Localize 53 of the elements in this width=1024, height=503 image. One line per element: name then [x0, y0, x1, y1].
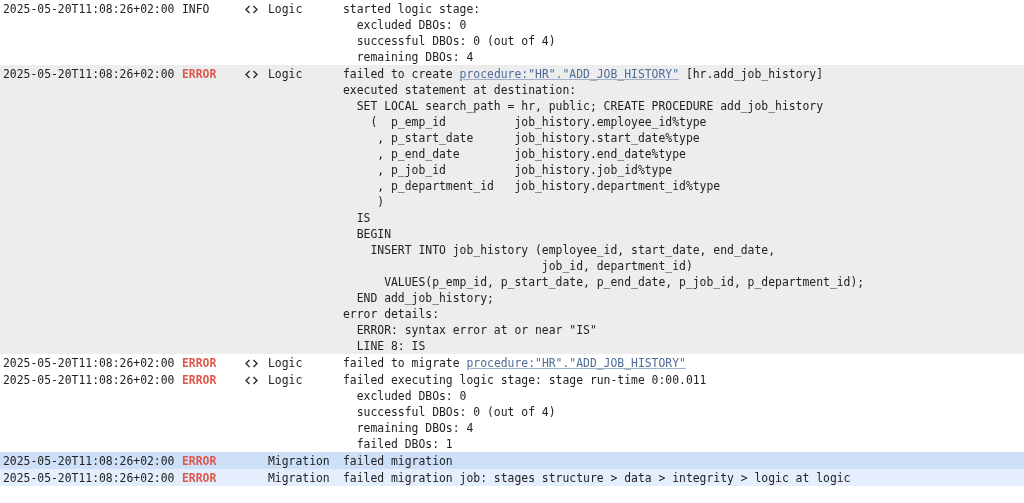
log-message: SET LOCAL search_path = hr, public; CREATE PROCEDURE add_job_history — [355, 98, 825, 114]
timestamp: 2025-05-20T11:08:26+02:00 — [3, 67, 175, 81]
log-message: , p_end_date job_history.end_date%type — [376, 146, 687, 162]
log-message: remaining DBOs: 4 — [355, 420, 475, 436]
timestamp: 2025-05-20T11:08:26+02:00 — [3, 356, 175, 370]
log-message: ) — [376, 194, 386, 210]
log-message: successful DBOs: 0 (out of 4) — [355, 33, 556, 49]
log-level: ERROR — [182, 454, 217, 468]
log-category: Logic — [268, 373, 303, 387]
log-row — [0, 65, 1024, 354]
log-level: ERROR — [182, 471, 217, 485]
log-message: failed migration — [343, 453, 453, 469]
log-message: failed executing logic stage: stage run-time 0:00.011 — [343, 372, 707, 388]
log-category: Migration — [268, 454, 330, 468]
timestamp: 2025-05-20T11:08:26+02:00 — [3, 454, 175, 468]
log-message: VALUES(p_emp_id, p_start_date, p_end_date, p_job_id, p_department_id); — [383, 274, 865, 290]
log-message: executed statement at destination: — [343, 82, 578, 98]
log-message: started logic stage: — [343, 1, 482, 17]
log-message: INSERT INTO job_history (employee_id, start_date, end_date, — [369, 242, 777, 258]
log-category: Migration — [268, 471, 330, 485]
log-category: Logic — [268, 356, 303, 370]
log-message: ( p_emp_id job_history.employee_id%type — [369, 114, 708, 130]
log-message: , p_department_id job_history.department_id%type — [376, 178, 722, 194]
procedure-link: procedure:"HR"."ADD_JOB_HISTORY" — [459, 67, 680, 81]
log-message: BEGIN — [355, 226, 392, 242]
log-level: INFO — [182, 2, 210, 16]
log-message: ERROR: syntax error at or near "IS" — [355, 322, 598, 338]
log-message: IS — [355, 210, 372, 226]
log-level: ERROR — [182, 373, 217, 387]
log-message: remaining DBOs: 4 — [355, 49, 475, 65]
log-row — [0, 469, 1024, 486]
log-message: failed DBOs: 1 — [355, 436, 454, 452]
log-message: , p_job_id job_history.job_id%type — [376, 162, 674, 178]
log-message: LINE 8: IS — [355, 338, 427, 354]
log-message: job_id, department_id) — [540, 258, 694, 274]
log-message: failed migration job: stages structure > data > integrity > logic at logic — [343, 470, 851, 486]
timestamp: 2025-05-20T11:08:26+02:00 — [3, 2, 175, 16]
log-message: , p_start_date job_history.start_date%type — [376, 130, 701, 146]
procedure-link: procedure:"HR"."ADD_JOB_HISTORY" — [466, 356, 686, 370]
log-category: Logic — [268, 2, 303, 16]
log-message: END add_job_history; — [355, 290, 495, 306]
timestamp: 2025-05-20T11:08:26+02:00 — [3, 373, 175, 387]
log-category: Logic — [268, 67, 303, 81]
log-message: excluded DBOs: 0 — [355, 388, 468, 404]
log-message: error details: — [343, 306, 440, 322]
log-level: ERROR — [182, 356, 217, 370]
log-message: failed to migrate procedure:"HR"."ADD_JOB_HISTORY" — [343, 355, 686, 371]
log-message: failed to create procedure:"HR"."ADD_JOB_HISTORY" [hr.add_job_history] — [343, 66, 825, 82]
log-message: successful DBOs: 0 (out of 4) — [355, 404, 557, 420]
log-row — [0, 452, 1024, 469]
timestamp: 2025-05-20T11:08:26+02:00 — [3, 471, 175, 485]
log-level: ERROR — [182, 67, 217, 81]
log-message: excluded DBOs: 0 — [355, 17, 468, 33]
